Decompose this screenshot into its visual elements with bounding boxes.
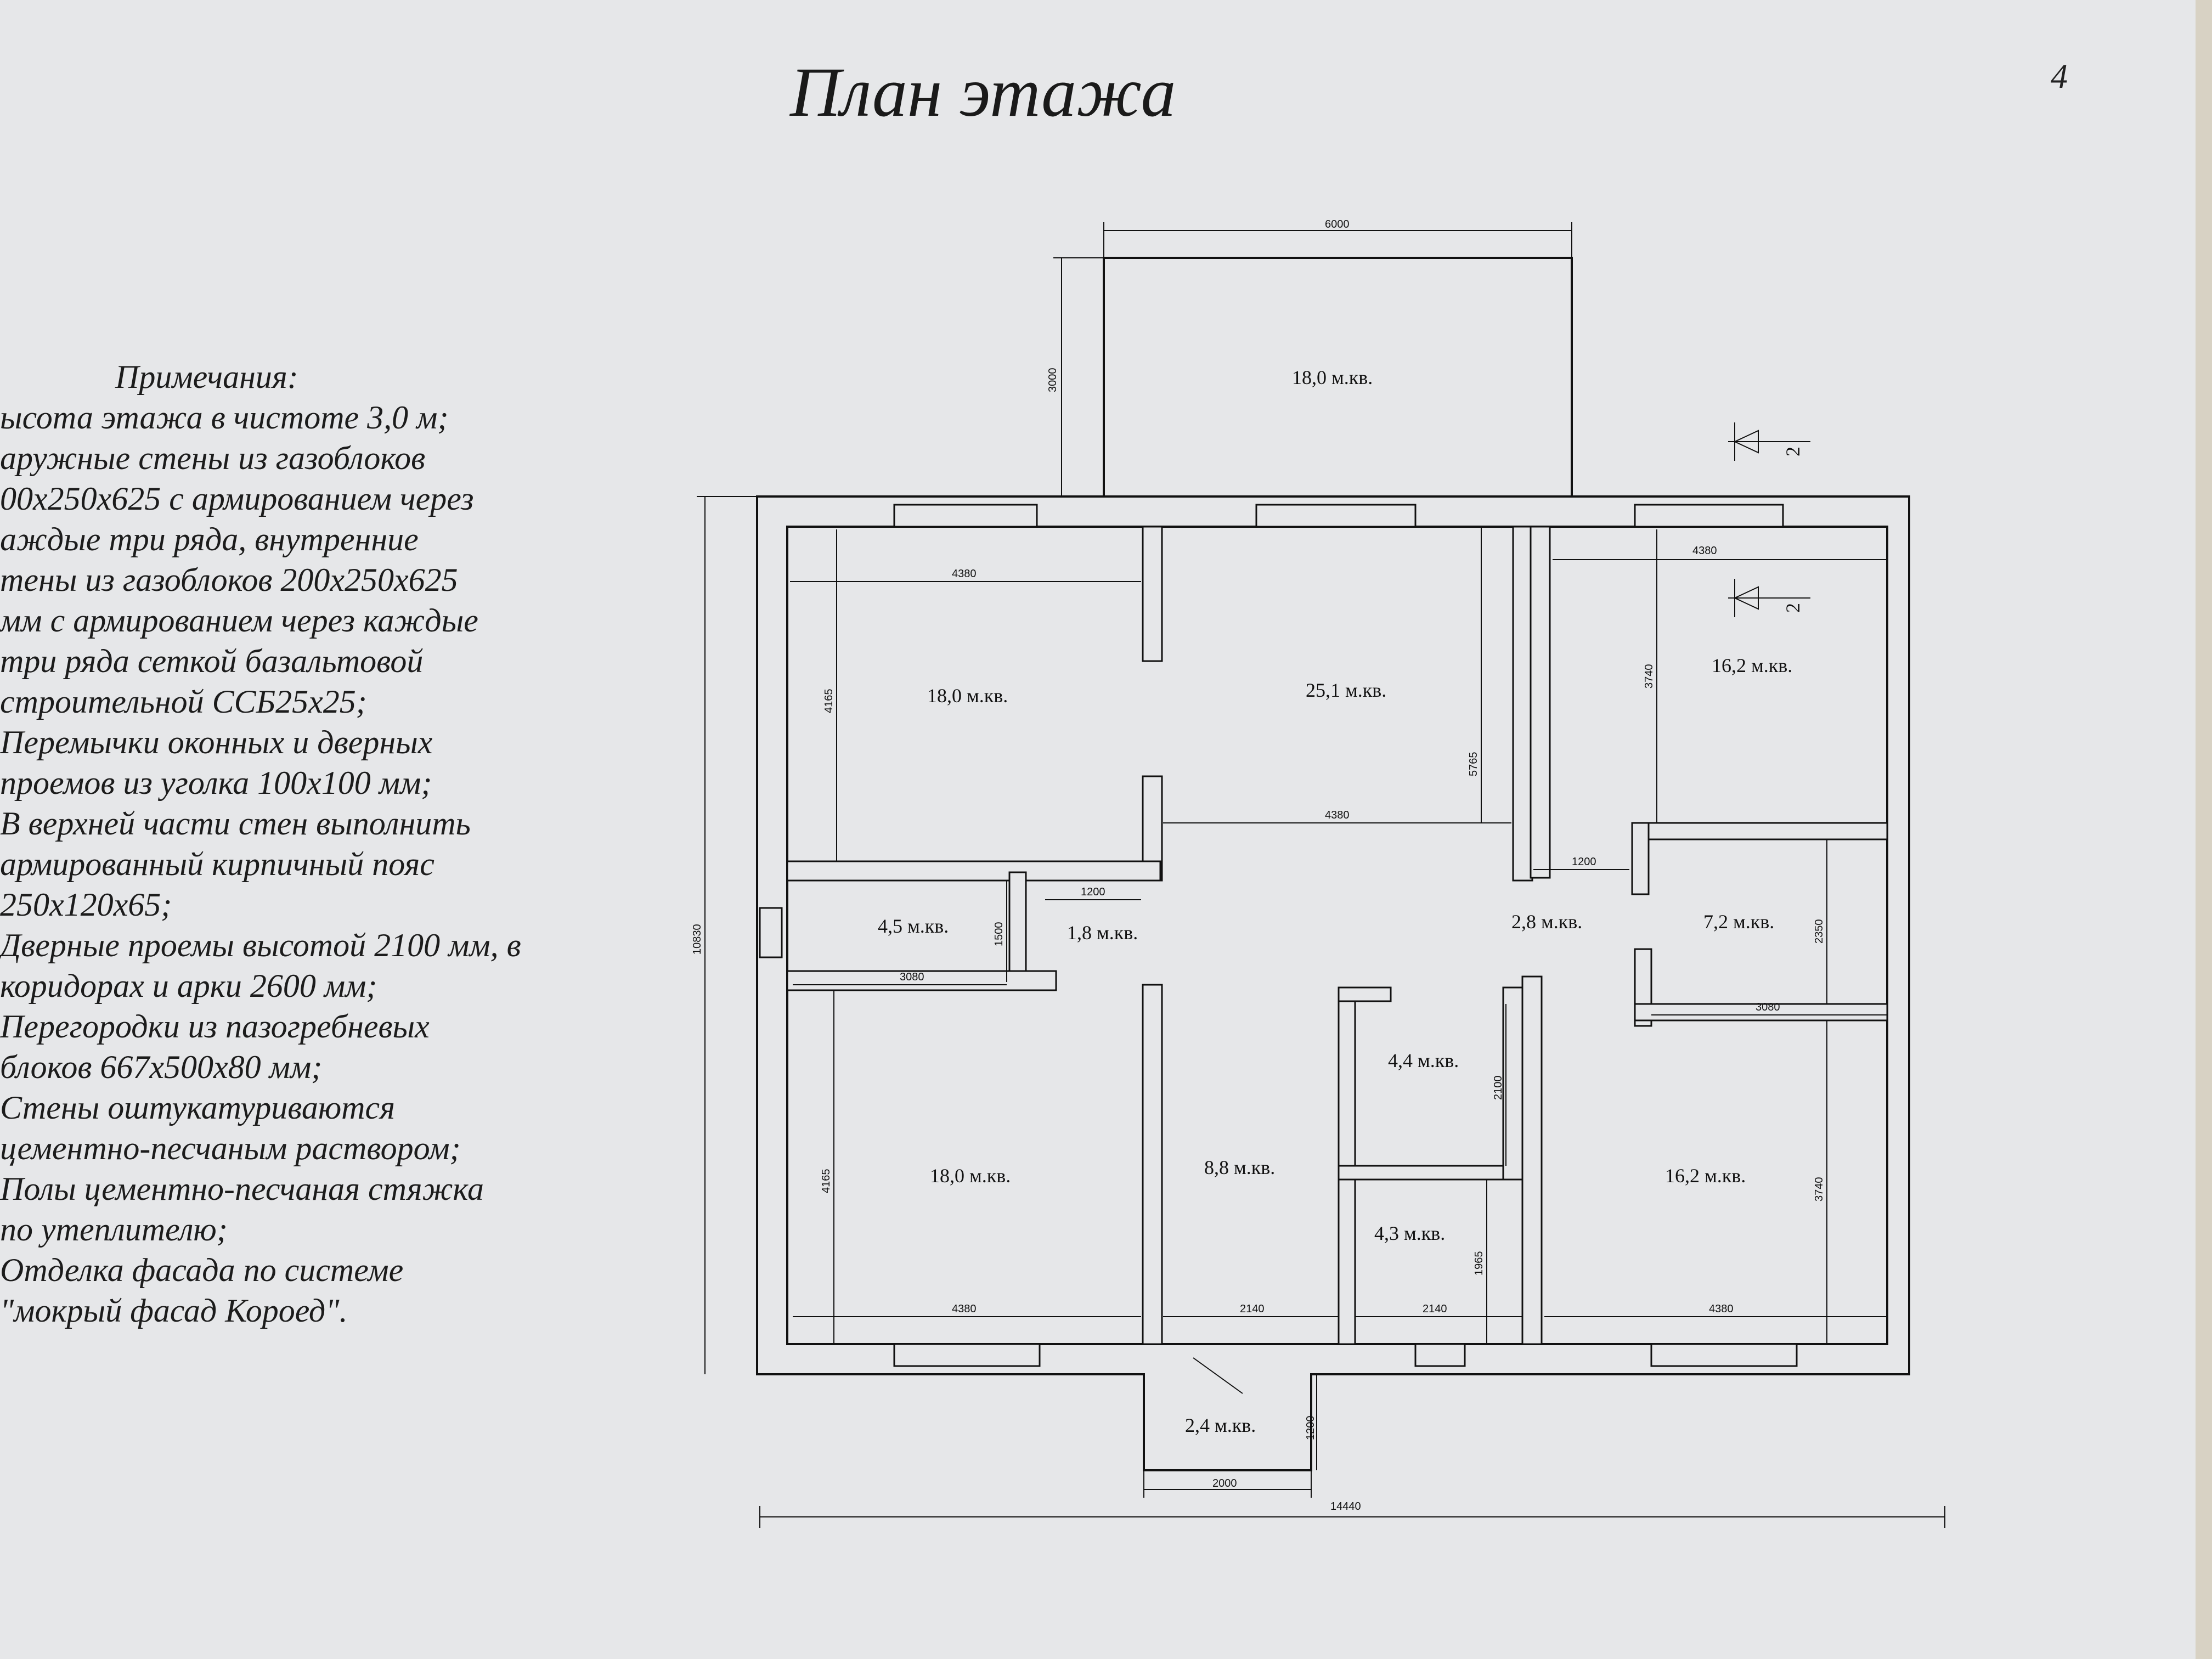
note-line: аружные стены из газоблоков xyxy=(0,440,426,476)
wall-storage-top xyxy=(786,860,1161,882)
dim-bath2-height: 1965 xyxy=(1473,1251,1485,1276)
dim-total-height: 10830 xyxy=(691,924,703,955)
note-line: 00х250х625 с армированием через xyxy=(0,481,474,517)
note-line: Полы цементно-песчаная стяжка xyxy=(0,1171,484,1207)
window-left xyxy=(759,907,783,958)
wall-rm-bottom xyxy=(1634,1003,1888,1022)
note-line: коридорах и арки 2600 мм; xyxy=(0,968,377,1004)
window-top-left xyxy=(893,504,1038,528)
note-line: аждые три ряда, внутренние xyxy=(0,521,419,557)
window-bottom-right xyxy=(1650,1343,1798,1367)
room-porch-area: 2,4 м.кв. xyxy=(1185,1414,1256,1436)
notes-heading: Примечания: xyxy=(115,359,298,395)
note-line: армированный кирпичный пояс xyxy=(0,846,435,882)
window-bottom-mid xyxy=(1414,1343,1466,1367)
dim-bath2-bottom-width: 2140 xyxy=(1423,1303,1447,1315)
dim-tl-width: 4380 xyxy=(952,568,977,580)
note-line: три ряда сеткой базальтовой xyxy=(0,643,424,679)
note-line: Отделка фасада по системе xyxy=(0,1252,404,1288)
room-bedroom-bottom-right-area: 16,2 м.кв. xyxy=(1665,1165,1746,1187)
section-mark-1: 2 xyxy=(1782,447,1804,456)
wall-tr-bottom xyxy=(1631,822,1888,840)
note-line: цементно-песчаным раствором; xyxy=(0,1130,461,1166)
window-bottom-left xyxy=(893,1343,1041,1367)
dim-bl-width: 4380 xyxy=(952,1303,977,1315)
note-line: В верхней части стен выполнить xyxy=(0,805,471,842)
dim-terrace-width: 6000 xyxy=(1325,218,1350,230)
wall-br-left xyxy=(1521,975,1543,1345)
note-line: 250х120х65; xyxy=(0,887,172,923)
dim-living-height: 5765 xyxy=(1468,752,1480,777)
notes-list: ысота этажа в чистоте 3,0 м; аружные стен… xyxy=(0,397,631,1331)
dim-bath1-height: 2100 xyxy=(1492,1076,1504,1101)
wall-tr-left-2 xyxy=(1530,526,1551,879)
dim-br-height: 3740 xyxy=(1813,1177,1825,1202)
dim-terrace-depth: 3000 xyxy=(1047,368,1059,393)
dim-hall-right-width: 1200 xyxy=(1572,856,1596,868)
room-corridor-area: 8,8 м.кв. xyxy=(1204,1156,1275,1178)
dim-tr-width: 4380 xyxy=(1692,545,1717,557)
page-number: 4 xyxy=(2051,58,2068,95)
room-bath-2-area: 4,3 м.кв. xyxy=(1374,1222,1445,1244)
room-hall-small-area: 1,8 м.кв. xyxy=(1067,922,1138,944)
exterior-wall-inner xyxy=(786,526,1888,1345)
dim-tl-height: 4165 xyxy=(823,689,835,714)
wall-bath1-top xyxy=(1338,986,1392,1002)
note-line: тены из газоблоков 200х250х625 xyxy=(0,562,458,598)
note-line: строительной ССБ25х25; xyxy=(0,684,367,720)
dim-hall-small-width: 1200 xyxy=(1081,886,1105,898)
dim-storage-width: 3080 xyxy=(900,971,924,983)
note-line: "мокрый фасад Короед". xyxy=(0,1293,348,1329)
dim-storage-height: 1500 xyxy=(993,922,1005,947)
room-bedroom-bottom-left-area: 18,0 м.кв. xyxy=(930,1165,1011,1187)
room-bedroom-top-left-area: 18,0 м.кв. xyxy=(927,685,1008,707)
terrace-outline xyxy=(1103,257,1573,496)
dim-porch-width: 2000 xyxy=(1212,1477,1237,1489)
note-line: ысота этажа в чистоте 3,0 м; xyxy=(0,399,449,436)
dim-rm-width: 3080 xyxy=(1756,1001,1780,1013)
window-top-right xyxy=(1634,504,1784,528)
note-line: Перемычки оконных и дверных xyxy=(0,724,433,760)
notes-block: Примечания: ысота этажа в чистоте 3,0 м;… xyxy=(0,357,631,1331)
room-bath-1-area: 4,4 м.кв. xyxy=(1388,1049,1459,1071)
window-top-mid xyxy=(1255,504,1417,528)
wall-rm-left xyxy=(1631,822,1650,895)
page-title: План этажа xyxy=(790,53,1176,131)
note-line: Дверные проемы высотой 2100 мм, в xyxy=(0,927,521,963)
note-line: блоков 667х500х80 мм; xyxy=(0,1049,323,1085)
dim-total-width: 14440 xyxy=(1330,1500,1361,1513)
room-storage-area: 4,5 м.кв. xyxy=(878,915,949,937)
wall-living-right xyxy=(1512,526,1533,882)
note-line: по утеплителю; xyxy=(0,1211,228,1248)
dim-porch-depth: 1200 xyxy=(1305,1416,1317,1441)
dim-living-width: 4380 xyxy=(1325,809,1350,821)
dim-bl-height: 4165 xyxy=(820,1169,832,1194)
section-mark-2: 2 xyxy=(1782,603,1804,613)
note-line: проемов из уголка 100х100 мм; xyxy=(0,765,432,801)
wall-storage-bottom xyxy=(786,970,1057,991)
dim-corridor-bottom-width: 2140 xyxy=(1240,1303,1265,1315)
wall-bl-right xyxy=(1142,984,1163,1345)
note-line: Перегородки из пазогребневых xyxy=(0,1008,430,1045)
dim-tr-height: 3740 xyxy=(1643,664,1655,689)
note-line: Стены оштукатуриваются xyxy=(0,1090,396,1126)
room-terrace-area: 18,0 м.кв. xyxy=(1292,366,1373,388)
wall-tl-right xyxy=(1142,526,1163,662)
dim-br-width: 4380 xyxy=(1709,1303,1734,1315)
room-hall-right-area: 2,8 м.кв. xyxy=(1511,911,1582,933)
note-line: мм с армированием через каждые xyxy=(0,602,478,639)
dim-rm-height: 2350 xyxy=(1813,919,1825,944)
room-living-area: 25,1 м.кв. xyxy=(1306,679,1386,701)
room-right-mid-area: 7,2 м.кв. xyxy=(1703,911,1774,933)
wall-bath1-bottom xyxy=(1338,1165,1523,1181)
room-bedroom-top-right-area: 16,2 м.кв. xyxy=(1712,654,1792,676)
paper-edge xyxy=(2196,0,2212,1659)
